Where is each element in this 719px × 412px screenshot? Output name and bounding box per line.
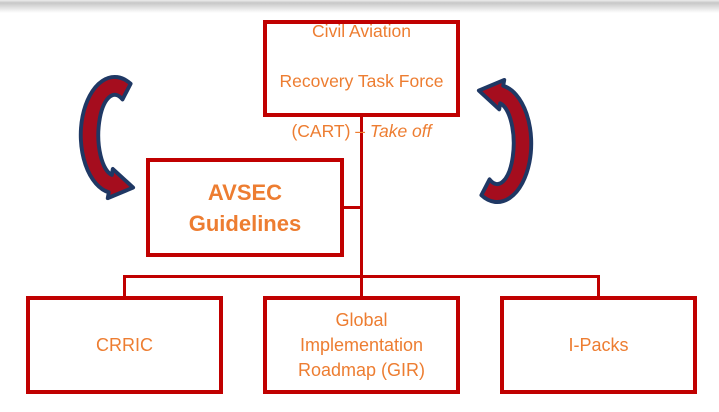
connector-stub-ipacks	[597, 275, 600, 296]
cart-line2: Recovery Task Force	[279, 70, 444, 91]
node-cart: Civil Aviation Recovery Task Force (CART…	[263, 20, 460, 141]
connector-avsec-branch	[342, 206, 362, 209]
node-gir-label: Global Implementation Roadmap (GIR)	[297, 309, 426, 380]
node-ipacks: I-Packs	[500, 296, 697, 394]
cart-line3-italic: Take off	[369, 120, 432, 141]
connector-stub-crric	[123, 275, 126, 296]
node-ipacks-label: I-Packs	[568, 334, 629, 355]
node-cart-label: Civil Aviation Recovery Task Force (CART…	[279, 0, 443, 144]
curved-arrow-right-icon	[476, 77, 534, 204]
cart-line1: Civil Aviation	[312, 20, 411, 41]
node-crric-label: CRRIC	[96, 334, 153, 355]
top-gradient-bar	[0, 0, 719, 13]
node-avsec-label: AVSEC Guidelines	[188, 179, 302, 236]
node-gir: Global Implementation Roadmap (GIR)	[263, 296, 460, 394]
cart-line3-prefix: (CART) –	[291, 120, 370, 141]
curved-arrow-left-icon	[78, 75, 136, 201]
node-crric: CRRIC	[26, 296, 223, 394]
node-avsec-guidelines: AVSEC Guidelines	[146, 158, 344, 257]
connector-horizontal-distribution	[123, 275, 600, 278]
